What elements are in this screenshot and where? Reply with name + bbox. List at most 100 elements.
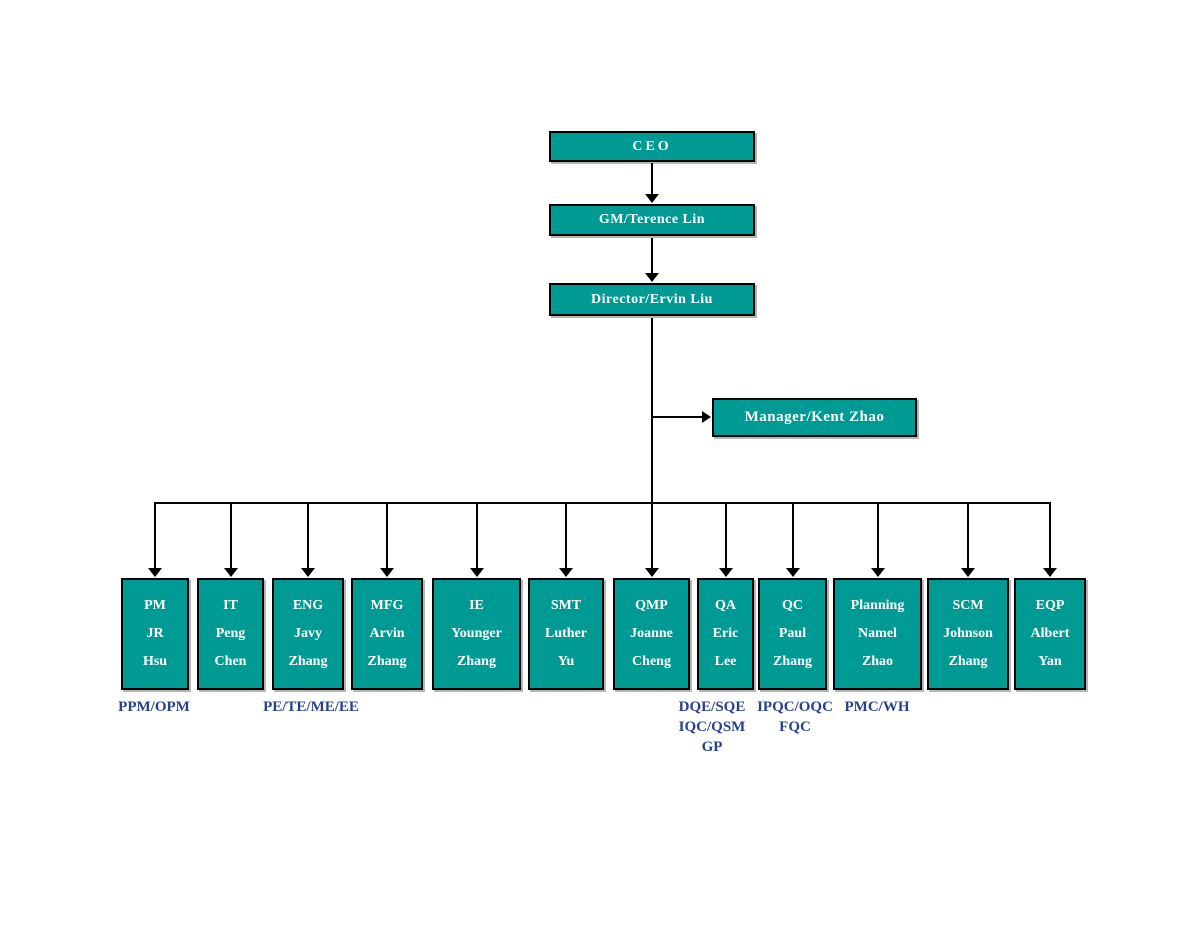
org-node-gm-label: GM/Terence Lin [598, 212, 706, 227]
org-node-it-line-1: Peng [215, 626, 246, 641]
sub-label-pmc-wh-line-0: PMC/WH [844, 699, 910, 715]
org-node-it-line-0: IT [223, 598, 238, 613]
org-node-smt-line-0: SMT [550, 598, 582, 613]
sub-label-dqe-sqe-line-0: DQE/SQE [678, 699, 746, 715]
org-node-pm-line-1: JR [146, 626, 164, 641]
connector-drop-scm [967, 504, 969, 568]
org-node-eng-line-2: Zhang [288, 654, 328, 669]
org-node-mfg-line-2: Zhang [367, 654, 407, 669]
sub-label-ipqc-oqc: IPQC/OQC FQC [757, 697, 833, 737]
org-node-director-label: Director/Ervin Liu [591, 291, 713, 307]
org-node-qa-line-1: Eric [712, 626, 739, 641]
arrowhead-smt [559, 568, 573, 577]
org-node-eng-line-1: Javy [294, 626, 322, 641]
org-node-qa-line-2: Lee [714, 654, 737, 669]
org-node-gm: GM/Terence Lin [549, 204, 755, 236]
sub-label-ppm-opm: PPM/OPM [118, 697, 190, 717]
connector-drop-eng [307, 504, 309, 568]
arrowhead-qa [718, 568, 733, 577]
sub-label-dqe-sqe: DQE/SQE IQC/QSM GP [679, 697, 746, 757]
org-node-ceo-label: CEO [632, 138, 672, 154]
org-node-qc-line-0: QC [782, 598, 803, 613]
org-node-ie-line-1: Younger [451, 626, 502, 641]
arrowhead-eqp [1043, 568, 1057, 577]
connector-director-trunk [651, 318, 653, 568]
connector-drop-qmp [650, 504, 653, 568]
org-node-qmp-line-1: Joanne [630, 626, 673, 641]
org-node-eqp-line-1: Albert [1030, 626, 1070, 641]
org-node-mfg-line-0: MFG [370, 598, 404, 613]
connector-ceo-gm [651, 163, 653, 195]
arrowhead-ceo-gm [645, 194, 659, 203]
sub-label-ppm-opm-line-0: PPM/OPM [118, 699, 190, 715]
arrowhead-manager [702, 411, 711, 423]
sub-label-ipqc-oqc-line-0: IPQC/OQC [757, 699, 833, 715]
org-node-director: Director/Ervin Liu [549, 283, 755, 316]
org-node-scm-line-0: SCM [952, 598, 984, 613]
sub-label-pe-te-me-ee: PE/TE/ME/EE [263, 697, 359, 717]
org-node-eng-line-0: ENG [292, 598, 324, 613]
arrowhead-qc [785, 568, 800, 577]
arrowhead-mfg [380, 568, 394, 577]
org-node-pm-line-2: Hsu [142, 654, 168, 669]
connector-drop-smt [565, 504, 567, 568]
org-node-qc-line-2: Zhang [773, 654, 812, 669]
org-node-ceo: CEO [549, 131, 755, 162]
connector-drop-qc [791, 504, 794, 568]
org-node-planning-line-0: Planning [850, 598, 905, 613]
sub-label-dqe-sqe-line-1: IQC/QSM [678, 719, 746, 735]
org-node-pm-line-0: PM [144, 598, 166, 613]
connector-drop-ie [475, 504, 478, 568]
org-node-smt-line-1: Luther [545, 626, 587, 641]
org-node-scm-line-2: Zhang [948, 654, 988, 669]
org-node-planning-line-1: Namel [858, 626, 897, 641]
connector-drop-mfg [386, 504, 388, 568]
org-node-it-line-2: Chen [214, 654, 247, 669]
sub-label-dqe-sqe-line-2: GP [701, 739, 723, 755]
arrowhead-pm [148, 568, 162, 577]
org-node-qmp-line-2: Cheng [632, 654, 671, 669]
sub-label-pe-te-me-ee-line-0: PE/TE/ME/EE [263, 699, 359, 715]
sub-label-pmc-wh: PMC/WH [845, 697, 910, 717]
org-node-manager: Manager/Kent Zhao [712, 398, 917, 437]
org-node-qc-line-1: Paul [778, 626, 807, 641]
sub-label-ipqc-oqc-line-1: FQC [779, 719, 811, 735]
org-node-eqp-line-2: Yan [1038, 654, 1062, 669]
org-node-pm: PM JR Hsu [121, 578, 189, 690]
connector-manager-branch [652, 416, 702, 418]
org-node-eqp-line-0: EQP [1035, 598, 1065, 613]
arrowhead-ie [469, 568, 484, 577]
org-node-mfg-line-1: Arvin [369, 626, 405, 641]
org-node-ie-line-2: Zhang [457, 654, 496, 669]
arrowhead-it [223, 568, 238, 577]
connector-drop-planning [876, 504, 879, 568]
arrowhead-gm-director [645, 273, 659, 282]
arrowhead-planning [870, 568, 885, 577]
org-node-smt-line-2: Yu [557, 654, 575, 669]
arrowhead-eng [301, 568, 315, 577]
org-node-qmp-line-0: QMP [635, 598, 668, 613]
org-node-planning-line-2: Zhao [861, 654, 894, 669]
org-node-manager-label: Manager/Kent Zhao [744, 409, 885, 425]
connector-gm-director [651, 238, 653, 274]
arrowhead-scm [961, 568, 975, 577]
connector-drop-it [229, 504, 232, 568]
connector-drop-eqp [1049, 504, 1051, 568]
org-node-qa-line-0: QA [715, 598, 736, 613]
connector-distribution-bus [154, 502, 1051, 504]
arrowhead-qmp [644, 568, 659, 577]
org-node-ie-line-0: IE [469, 598, 484, 613]
connector-drop-qa [724, 504, 727, 568]
